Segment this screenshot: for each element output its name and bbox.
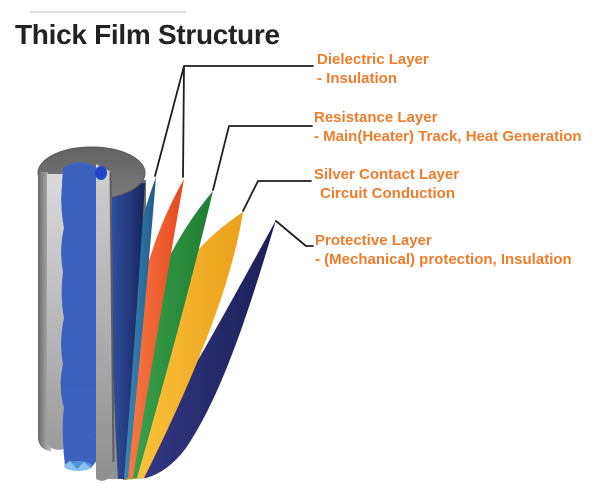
leader-line-protective	[275, 220, 314, 247]
leader-line-silver-contact	[242, 180, 312, 212]
callout-dielectric-subtitle: - Insulation	[317, 70, 397, 87]
callout-silver-contact-subtitle: Circuit Conduction	[320, 185, 455, 202]
callout-protective-subtitle: - (Mechanical) protection, Insulation	[315, 251, 572, 268]
callout-resistance-subtitle: - Main(Heater) Track, Heat Generation	[314, 128, 582, 145]
callout-dielectric-title: Dielectric Layer	[317, 51, 429, 68]
dielectric-inner-layer-shape	[121, 177, 156, 480]
tube-cut-face-right-edge	[109, 171, 115, 463]
callout-silver-contact: Silver Contact Layer Circuit Conduction	[314, 165, 459, 203]
core-bottom-glow	[64, 461, 92, 471]
callout-dielectric: Dielectric Layer - Insulation	[317, 50, 429, 88]
callout-silver-contact-title: Silver Contact Layer	[314, 166, 460, 183]
leader-line-dielectric	[154, 65, 314, 178]
tube-cut-face-right	[96, 164, 114, 481]
dielectric-outer-layer-shape	[122, 179, 184, 480]
callout-protective-title: Protective Layer	[315, 232, 432, 249]
inner-film-band	[111, 183, 145, 479]
callout-resistance: Resistance Layer - Main(Heater) Track, H…	[314, 108, 582, 146]
leader-line-resistance	[212, 125, 313, 191]
blue-core	[60, 162, 97, 469]
page-title: Thick Film Structure	[15, 19, 280, 50]
resistance-layer-shape	[122, 191, 213, 480]
callout-resistance-title: Resistance Layer	[314, 109, 438, 126]
callout-protective: Protective Layer - (Mechanical) protecti…	[315, 231, 572, 269]
core-top-peek	[95, 166, 107, 180]
tube-cut-face-left	[47, 174, 64, 450]
